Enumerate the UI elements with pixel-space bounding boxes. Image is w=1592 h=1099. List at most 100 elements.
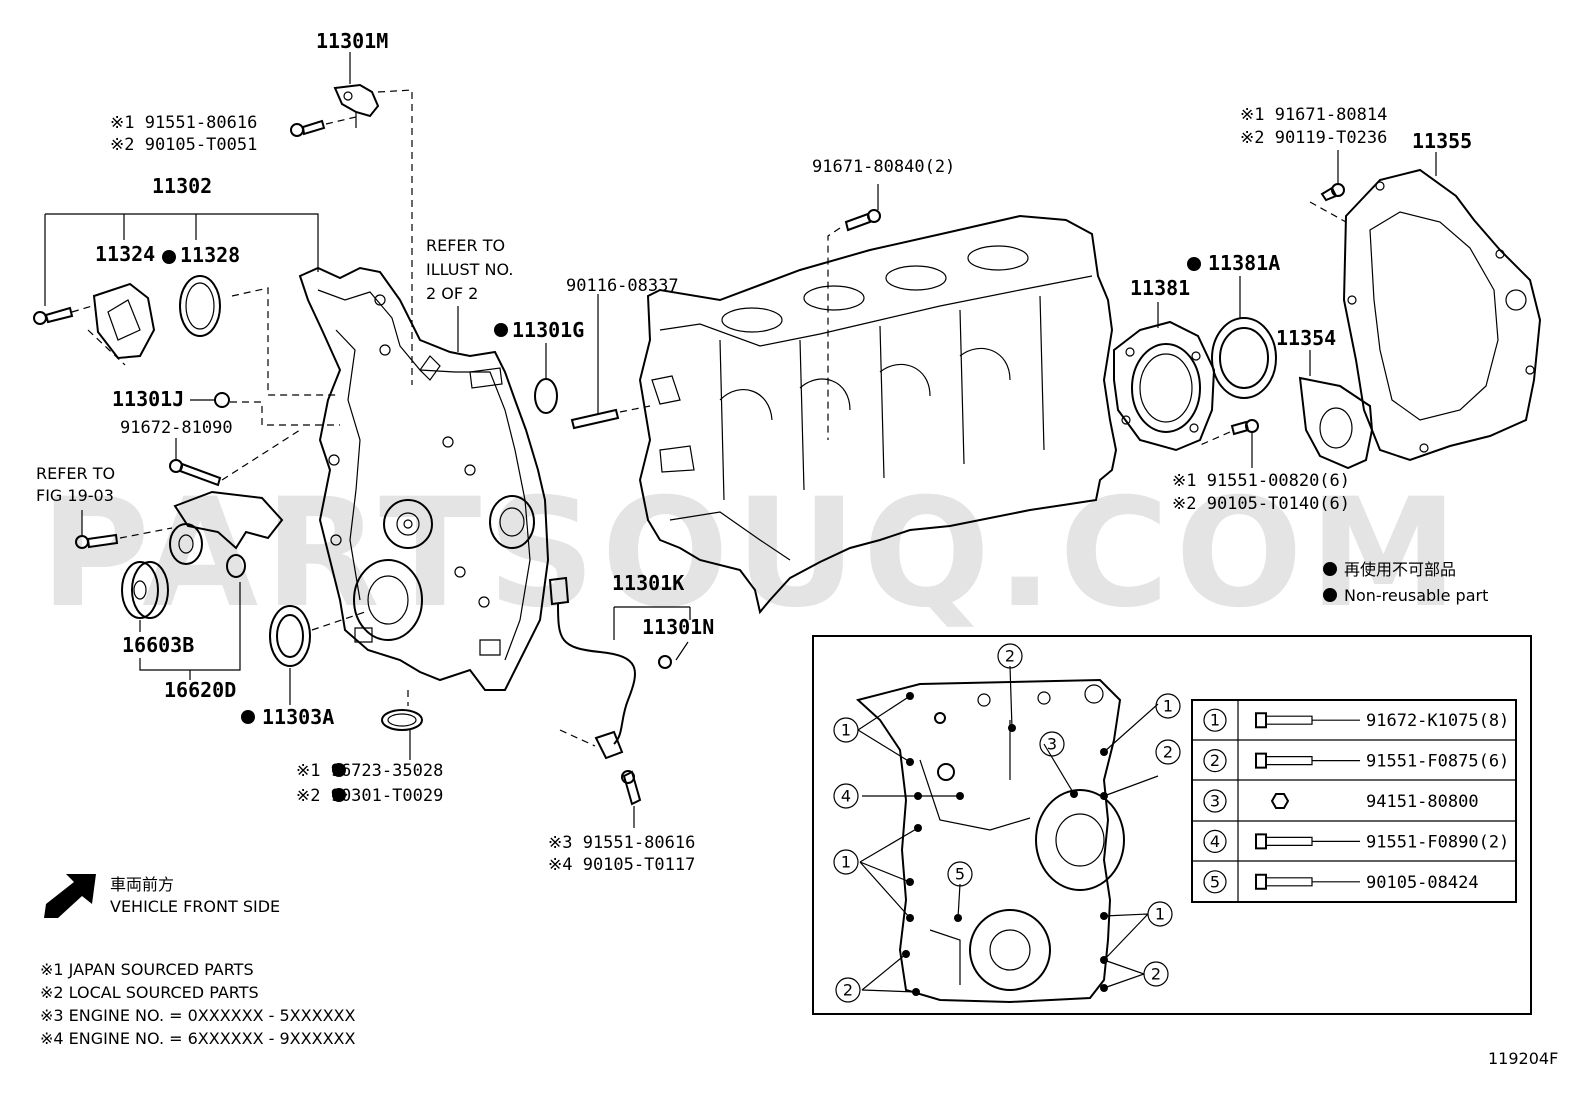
nonreusable-markers — [162, 250, 1337, 802]
svg-text:2: 2 — [1163, 743, 1173, 762]
label-ref1: ※1 91551-80616 — [110, 113, 257, 133]
oring-11301G-shape — [534, 343, 558, 414]
pulley-16603B-shape — [121, 561, 169, 619]
bolt-table-number-circle — [1203, 789, 1227, 813]
bolt-table-part-number: 91551-F0890(2) — [1366, 832, 1509, 852]
label-11303A: 11303A — [262, 705, 334, 729]
bolt-table-number: 1 — [1210, 711, 1220, 730]
svg-text:1: 1 — [841, 721, 851, 740]
label-90105-T0117: ※4 90105-T0117 — [548, 855, 695, 875]
detail-leaders — [857, 665, 1159, 996]
bolt-table-part-number: 91551-F0875(6) — [1366, 752, 1509, 772]
legend-english: Non-reusable part — [1344, 586, 1488, 605]
bolt-91551-00820-shape — [1230, 419, 1259, 468]
label-91551-80616-b: ※3 91551-80616 — [548, 833, 695, 853]
svg-text:4: 4 — [841, 787, 851, 806]
bolt-table-number: 4 — [1210, 832, 1220, 851]
label-90119-T0236: ※2 90119-T0236 — [1240, 128, 1387, 148]
label-90301-T0029: ※2 90301-T0029 — [296, 786, 443, 806]
bolt-table — [1191, 699, 1517, 903]
detail-cover-shape — [855, 678, 1125, 1004]
stud-90116-shape — [570, 294, 620, 430]
detail-callout-circles: 1 4 1 2 2 1 2 3 5 1 2 — [833, 643, 1181, 1003]
label-90105-T0140: ※2 90105-T0140(6) — [1172, 494, 1350, 514]
sensor-11301K-shape — [548, 576, 672, 806]
label-91672-81090: 91672-81090 — [120, 418, 233, 438]
bolt-91671-80840-shape — [844, 184, 881, 232]
bolt-table-number: 2 — [1210, 751, 1220, 770]
label-11302: 11302 — [152, 174, 212, 198]
label-11301K: 11301K — [612, 571, 684, 595]
bolt-table-number-circle — [1203, 708, 1227, 732]
svg-text:5: 5 — [955, 865, 965, 884]
part-11324-shape — [33, 282, 156, 360]
bolt-table-row: 2 91551-F0875(6) — [1203, 748, 1509, 773]
bolt-table-part-number: 91672-K1075(8) — [1366, 711, 1509, 731]
refer-line-1: REFER TO — [426, 236, 505, 255]
note-3: ※3 ENGINE NO. = 0XXXXXX - 5XXXXXX — [40, 1006, 355, 1025]
label-90116-08337: 90116-08337 — [566, 276, 679, 296]
watermark: PARTSOUQ.COM — [40, 467, 1464, 641]
dash-11324 — [71, 305, 126, 366]
bolt-icon — [1255, 873, 1360, 890]
svg-text:2: 2 — [1151, 965, 1161, 984]
bolt-91671-80814-shape — [1320, 150, 1345, 202]
label-11381: 11381 — [1130, 276, 1190, 300]
label-91671-80814: ※1 91671-80814 — [1240, 105, 1387, 125]
bolt-table-row: 4 91551-F0890(2) — [1203, 829, 1509, 854]
cover-11354-shape — [1298, 350, 1374, 470]
retainer-11381-shape — [1113, 320, 1216, 452]
bolt-icon — [1255, 752, 1360, 769]
plug-11301J-shape — [190, 392, 230, 408]
front-side-japanese: 車両前方 — [110, 875, 174, 894]
svg-text:3: 3 — [1047, 735, 1057, 754]
bolt-table-number-circle — [1203, 829, 1227, 854]
timing-cover-shape — [298, 266, 550, 691]
bolt-icon — [1255, 712, 1360, 729]
bolt-table-row: 1 91672-K1075(8) — [1203, 708, 1509, 732]
fig-ref-line-1: REFER TO — [36, 464, 115, 483]
seal-11381A-shape — [1211, 276, 1277, 399]
label-11301J: 11301J — [112, 387, 184, 411]
tensioner-16620D-shape — [169, 490, 284, 578]
detail-box — [812, 635, 1532, 1015]
label-96723-35028: ※1 96723-35028 — [296, 761, 443, 781]
note-2: ※2 LOCAL SOURCED PARTS — [40, 983, 259, 1002]
label-11301G: 11301G — [512, 318, 584, 342]
front-direction-arrow-icon — [44, 874, 96, 918]
bolt-refer-fig-shape — [75, 510, 119, 549]
bracket-11302 — [44, 213, 319, 306]
label-11381A: 11381A — [1208, 251, 1280, 275]
label-91551-00820: ※1 91551-00820(6) — [1172, 471, 1350, 491]
label-11301M: 11301M — [316, 29, 388, 53]
oring-96723-shape — [381, 709, 423, 760]
refer-line-2: ILLUST NO. — [426, 260, 513, 279]
illustration-number: 119204F — [1488, 1049, 1558, 1068]
note-1: ※1 JAPAN SOURCED PARTS — [40, 960, 254, 979]
label-91671-80840: 91671-80840(2) — [812, 157, 955, 177]
label-16620D: 16620D — [164, 678, 236, 702]
seal-11303A-shape — [269, 605, 311, 667]
bolt-table-number-circle — [1203, 748, 1227, 773]
svg-text:2: 2 — [843, 981, 853, 1000]
bolt-table-part-number: 94151-80800 — [1366, 792, 1479, 812]
label-11324: 11324 — [95, 242, 155, 266]
front-side-english: VEHICLE FRONT SIDE — [110, 897, 280, 916]
svg-text:2: 2 — [1005, 647, 1015, 666]
fig-ref-line-2: FIG 19-03 — [36, 486, 114, 505]
dash-11301M — [325, 89, 413, 385]
bolt-small-shape — [290, 119, 326, 137]
label-11354: 11354 — [1276, 326, 1336, 350]
legend-japanese: 再使用不可部品 — [1344, 560, 1456, 579]
bracket-16620D — [139, 582, 241, 680]
bracket-11301K — [613, 606, 691, 640]
refer-line-3: 2 OF 2 — [426, 284, 478, 303]
sensor-11301M-shape — [333, 83, 380, 128]
svg-text:1: 1 — [1163, 697, 1173, 716]
cylinder-block-shape — [638, 214, 1118, 615]
